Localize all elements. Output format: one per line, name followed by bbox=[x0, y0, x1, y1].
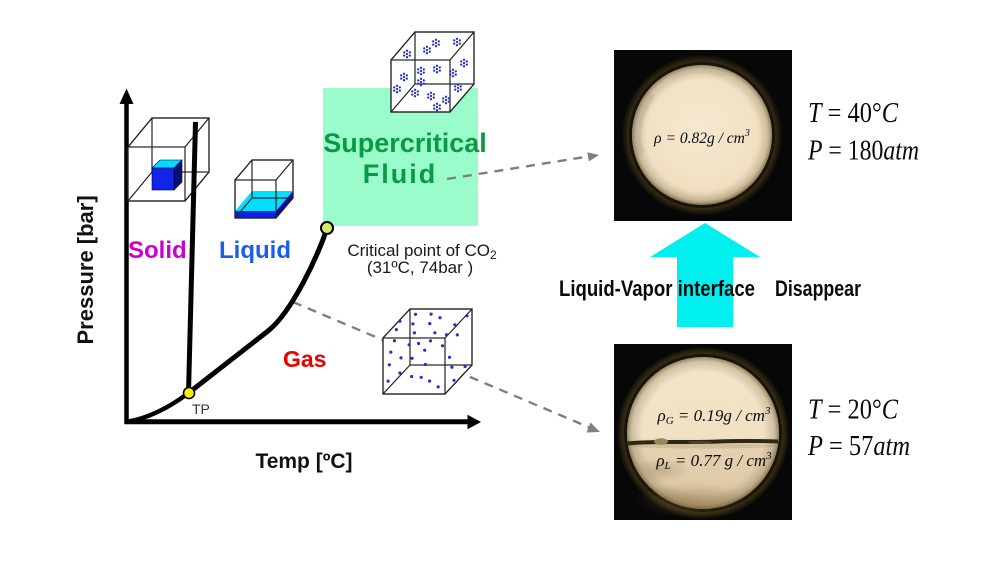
svg-text:P = 180atm: P = 180atm bbox=[807, 135, 919, 167]
svg-text:Liquid: Liquid bbox=[219, 237, 291, 264]
svg-text:Fluid: Fluid bbox=[363, 159, 437, 189]
svg-text:(31ºC, 74bar ): (31ºC, 74bar ) bbox=[367, 258, 473, 277]
svg-text:T = 40°C: T = 40°C bbox=[808, 97, 899, 129]
svg-text:Gas: Gas bbox=[283, 346, 326, 372]
svg-text:Supercritical: Supercritical bbox=[323, 128, 487, 158]
svg-text:Temp [ºC]: Temp [ºC] bbox=[255, 450, 352, 473]
svg-text:Critical point of CO2: Critical point of CO2 bbox=[347, 241, 497, 262]
svg-text:ρ = 0.82g / cm3: ρ = 0.82g / cm3 bbox=[653, 128, 750, 147]
svg-text:Disappear: Disappear bbox=[775, 276, 861, 301]
svg-text:ρL = 0.77 g / cm3: ρL = 0.77 g / cm3 bbox=[655, 450, 772, 472]
svg-text:ρG = 0.19g / cm3: ρG = 0.19g / cm3 bbox=[657, 405, 771, 427]
svg-text:Pressure [bar]: Pressure [bar] bbox=[73, 195, 98, 344]
svg-text:T = 20°C: T = 20°C bbox=[808, 394, 899, 426]
svg-text:P = 57atm: P = 57atm bbox=[807, 430, 910, 462]
svg-text:Solid: Solid bbox=[128, 237, 187, 264]
svg-text:TP: TP bbox=[192, 401, 210, 417]
svg-text:Liquid-Vapor interface: Liquid-Vapor interface bbox=[559, 276, 755, 301]
